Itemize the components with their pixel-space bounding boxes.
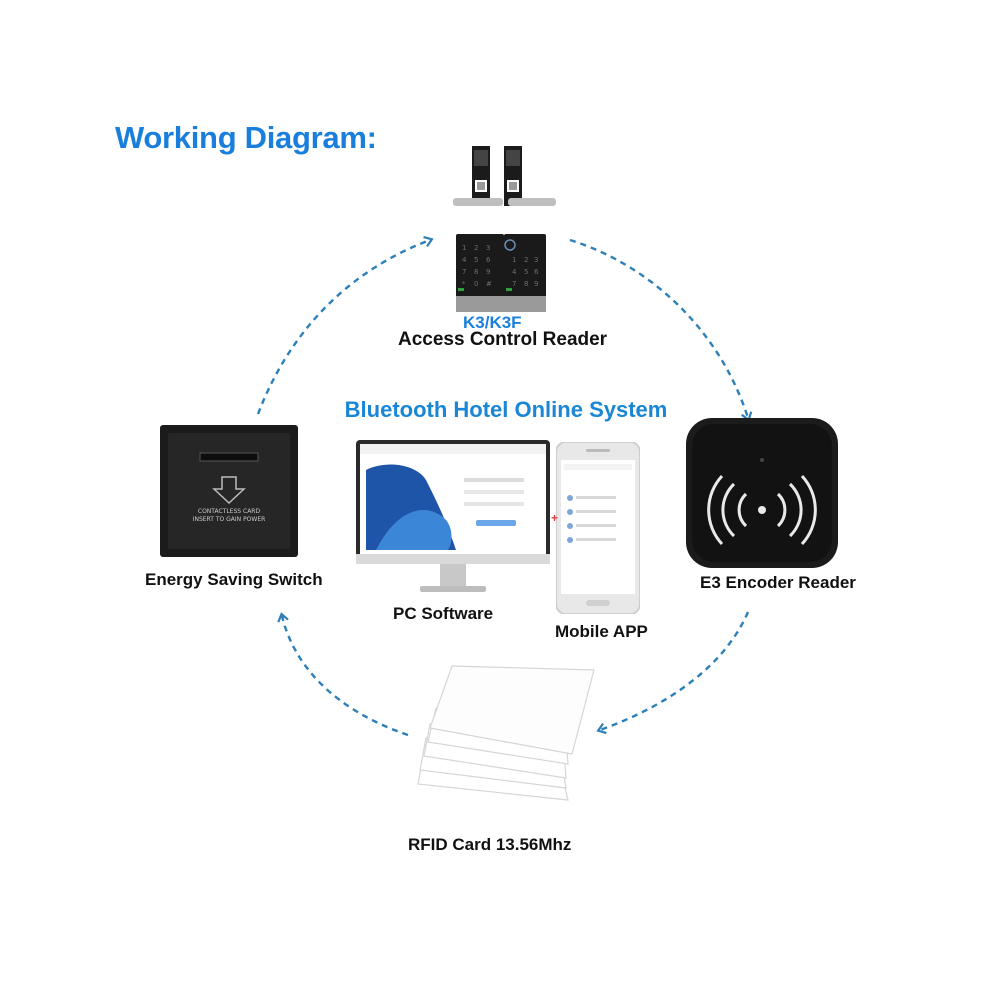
- arrow-card-to-switch: [277, 612, 409, 737]
- plus-icon: +: [551, 511, 559, 525]
- access-control-model: K3/K3F: [463, 313, 522, 332]
- arrow-switch-to-access: [256, 236, 434, 415]
- access-control-label: Access Control Reader: [398, 329, 608, 350]
- rfid-cards-image: [417, 665, 595, 801]
- svg-text:7: 7: [512, 280, 516, 288]
- svg-text:1: 1: [462, 244, 466, 252]
- svg-text:8: 8: [474, 268, 478, 276]
- svg-text:2: 2: [474, 244, 478, 252]
- svg-text:6: 6: [534, 268, 539, 276]
- svg-text:9: 9: [534, 280, 538, 288]
- svg-text:3: 3: [534, 256, 538, 264]
- svg-text:7: 7: [462, 268, 466, 276]
- mobile-app-label: Mobile APP: [555, 622, 648, 641]
- energy-switch-image: CONTACTLESS CARD INSERT TO GAIN POWER: [160, 425, 298, 557]
- svg-text:8: 8: [524, 280, 528, 288]
- pc-software-label: PC Software: [393, 604, 494, 623]
- diagram-title: Working Diagram:: [115, 120, 377, 155]
- encoder-reader-image: [686, 418, 838, 568]
- center-title: Bluetooth Hotel Online System: [344, 397, 668, 422]
- svg-text:3: 3: [486, 244, 490, 252]
- switch-text-2: INSERT TO GAIN POWER: [193, 516, 266, 523]
- rfid-card-label: RFID Card 13.56Mhz: [408, 835, 572, 854]
- svg-text:*: *: [462, 280, 466, 288]
- svg-text:2: 2: [524, 256, 528, 264]
- svg-text:6: 6: [486, 256, 491, 264]
- mobile-phone-image: [556, 442, 640, 614]
- svg-text:1: 1: [512, 256, 516, 264]
- pc-monitor-image: [356, 440, 550, 592]
- svg-text:9: 9: [486, 268, 490, 276]
- svg-text:5: 5: [524, 268, 528, 276]
- arrow-encoder-to-card: [596, 611, 750, 735]
- switch-text-1: CONTACTLESS CARD: [198, 508, 261, 515]
- svg-text:4: 4: [462, 256, 467, 264]
- svg-text:0: 0: [474, 280, 478, 288]
- energy-switch-label: Energy Saving Switch: [145, 570, 323, 589]
- svg-text:4: 4: [512, 268, 517, 276]
- encoder-label: E3 Encoder Reader: [700, 573, 856, 592]
- svg-text:#: #: [486, 280, 492, 288]
- svg-text:5: 5: [474, 256, 478, 264]
